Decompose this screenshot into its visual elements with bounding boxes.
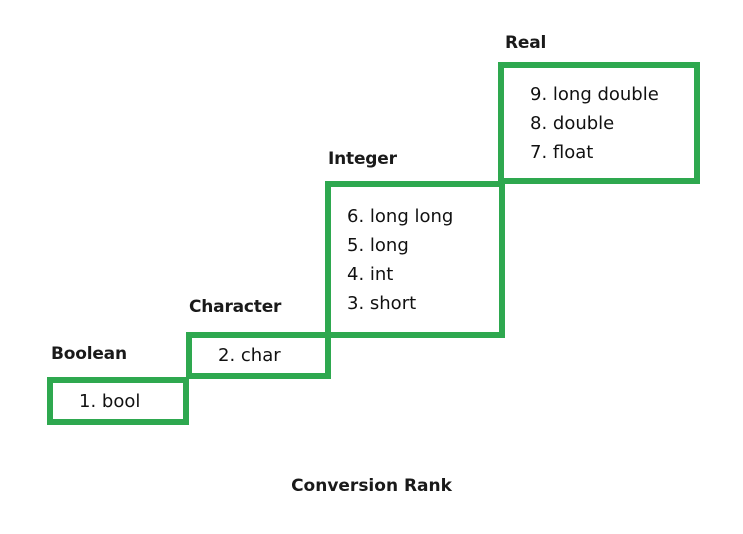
rank-item: 6. long long bbox=[347, 205, 454, 227]
rank-box-character-content: 2. char bbox=[192, 338, 325, 373]
group-label-integer: Integer bbox=[328, 149, 397, 169]
group-label-character: Character bbox=[189, 297, 282, 317]
rank-item: 4. int bbox=[347, 263, 394, 285]
rank-box-boolean-content: 1. bool bbox=[53, 383, 183, 419]
rank-box-integer-content: 6. long long 5. long 4. int 3. short bbox=[331, 187, 499, 332]
group-label-real: Real bbox=[505, 33, 547, 53]
rank-box-character: 2. char bbox=[186, 332, 331, 379]
rank-box-real-content: 9. long double 8. double 7. float bbox=[504, 68, 694, 178]
rank-box-integer: 6. long long 5. long 4. int 3. short bbox=[325, 181, 505, 338]
rank-item: 7. float bbox=[530, 141, 594, 163]
rank-item: 9. long double bbox=[530, 83, 659, 105]
rank-item: 3. short bbox=[347, 292, 417, 314]
rank-box-boolean: 1. bool bbox=[47, 377, 189, 425]
rank-item: 1. bool bbox=[79, 390, 141, 412]
diagram-caption: Conversion Rank bbox=[291, 476, 452, 496]
rank-item: 5. long bbox=[347, 234, 409, 256]
rank-box-real: 9. long double 8. double 7. float bbox=[498, 62, 700, 184]
rank-item: 8. double bbox=[530, 112, 615, 134]
rank-item: 2. char bbox=[218, 345, 281, 366]
group-label-boolean: Boolean bbox=[51, 344, 127, 364]
